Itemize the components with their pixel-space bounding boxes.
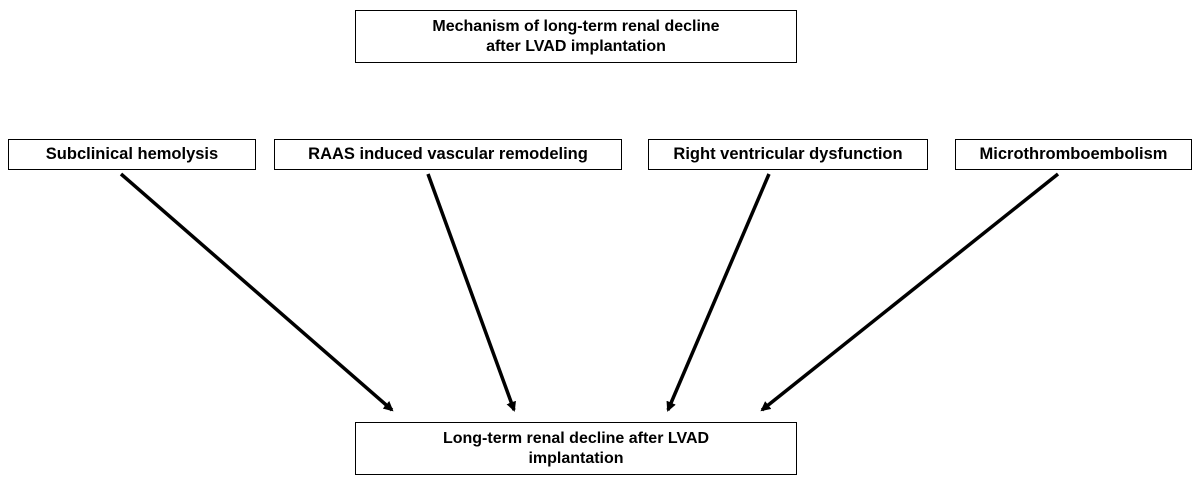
arrow-rv-dysfunction-to-outcome <box>666 173 771 412</box>
outcome-box: Long-term renal decline after LVAD impla… <box>355 422 797 475</box>
diagram-title-line-2: after LVAD implantation <box>486 37 666 55</box>
outcome-line-1: Long-term renal decline after LVAD <box>442 429 710 447</box>
arrow-hemolysis-to-outcome <box>119 172 394 412</box>
diagram-title-box: Mechanism of long-term renal decline aft… <box>355 10 797 63</box>
arrow-microthrombo-to-outcome <box>760 172 1060 412</box>
arrow-raas-to-outcome <box>426 173 516 412</box>
cause-label: Subclinical hemolysis <box>45 145 219 163</box>
cause-label: Right ventricular dysfunction <box>673 145 903 163</box>
cause-label: RAAS induced vascular remodeling <box>308 145 588 163</box>
cause-box-microthromboembolism: Microthromboembolism <box>955 139 1192 170</box>
cause-box-right-ventricular-dysfunction: Right ventricular dysfunction <box>648 139 928 170</box>
diagram-title-line-1: Mechanism of long-term renal decline <box>432 17 720 35</box>
cause-box-raas-vascular-remodeling: RAAS induced vascular remodeling <box>274 139 622 170</box>
cause-label: Microthromboembolism <box>979 145 1168 163</box>
cause-box-subclinical-hemolysis: Subclinical hemolysis <box>8 139 256 170</box>
outcome-line-2: implantation <box>528 449 624 467</box>
